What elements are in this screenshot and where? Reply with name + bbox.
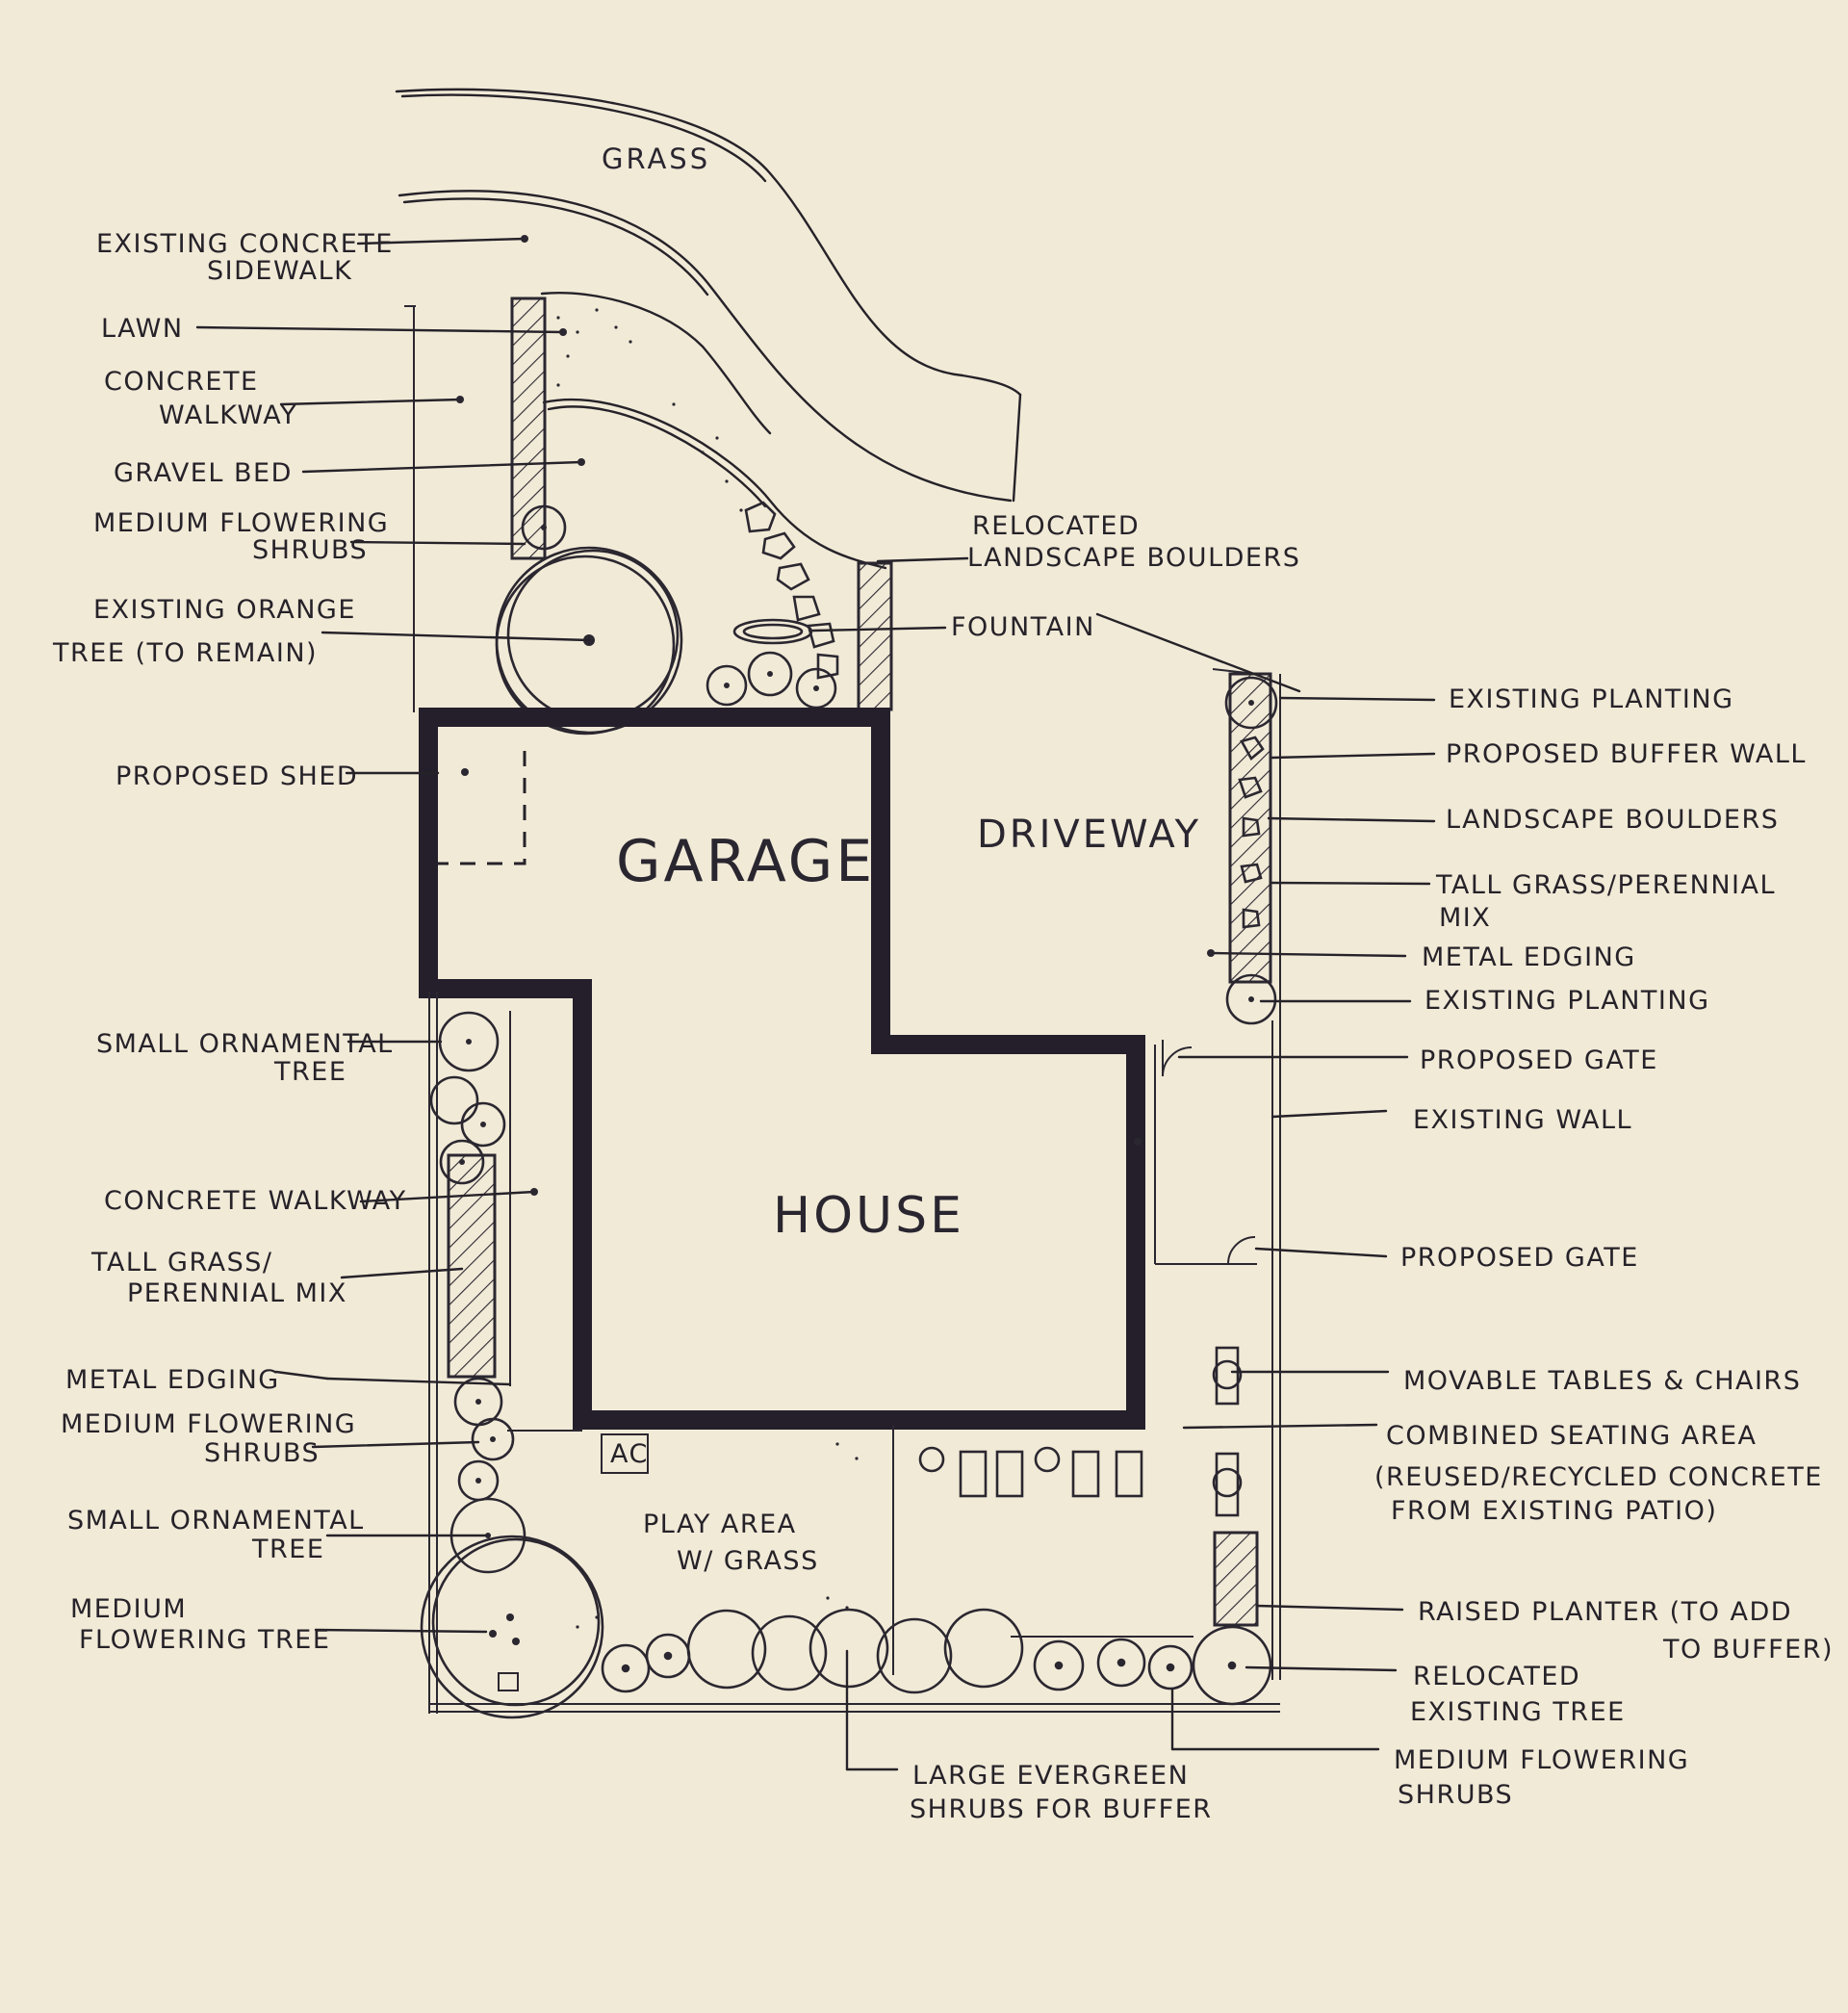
label-sidewalk-1: EXISTING CONCRETE bbox=[96, 229, 394, 259]
label-gate-1: PROPOSED GATE bbox=[1420, 1045, 1658, 1075]
label-gravel: GRAVEL BED bbox=[114, 458, 293, 488]
label-boulders-relocated-2: LANDSCAPE BOULDERS bbox=[967, 543, 1300, 573]
sidewalk-curves bbox=[395, 88, 1022, 570]
evergreen-shrubs bbox=[601, 1608, 1272, 1706]
label-shrubs-left-2: SHRUBS bbox=[204, 1438, 320, 1468]
label-boulders-relocated-1: RELOCATED bbox=[972, 511, 1140, 541]
landscape-boulders-front bbox=[744, 501, 839, 680]
label-ornamental-1-a: SMALL ORNAMENTAL bbox=[96, 1029, 394, 1059]
callouts-left: EXISTING CONCRETE SIDEWALK LAWN CONCRETE… bbox=[52, 229, 591, 1655]
label-planting-1: EXISTING PLANTING bbox=[1449, 684, 1734, 714]
label-ornamental-2-a: SMALL ORNAMENTAL bbox=[67, 1506, 365, 1536]
label-relocated-tree-1: RELOCATED bbox=[1413, 1662, 1580, 1691]
left-trees bbox=[420, 1011, 604, 1719]
label-buffer-wall: PROPOSED BUFFER WALL bbox=[1446, 739, 1807, 769]
driveway-label: DRIVEWAY bbox=[977, 813, 1201, 857]
gate-1-icon bbox=[1162, 1040, 1193, 1077]
label-grass-mix-right-2: MIX bbox=[1439, 903, 1491, 933]
label-seating-3: FROM EXISTING PATIO) bbox=[1391, 1496, 1717, 1526]
label-orange-1: EXISTING ORANGE bbox=[93, 595, 356, 625]
label-evergreen-1: LARGE EVERGREEN bbox=[912, 1761, 1189, 1791]
label-grass-mix-left-1: TALL GRASS/ bbox=[90, 1248, 272, 1277]
ac-label: AC bbox=[610, 1439, 649, 1469]
gravel-bed-stipple bbox=[556, 308, 743, 512]
label-flowering-tree-1: MEDIUM bbox=[70, 1594, 187, 1624]
fountain-icon bbox=[732, 618, 813, 645]
label-boulders: LANDSCAPE BOULDERS bbox=[1446, 805, 1779, 835]
house-label: HOUSE bbox=[773, 1187, 964, 1245]
label-shrubs-left-1: MEDIUM FLOWERING bbox=[61, 1409, 356, 1439]
play-area-label-1: PLAY AREA bbox=[643, 1510, 797, 1539]
label-flowering-tree-2: FLOWERING TREE bbox=[79, 1625, 330, 1655]
ac-unit bbox=[601, 1433, 649, 1474]
label-lawn: LAWN bbox=[101, 314, 184, 344]
label-gate-2: PROPOSED GATE bbox=[1400, 1243, 1639, 1273]
label-shed: PROPOSED SHED bbox=[116, 761, 358, 791]
label-ornamental-2-b: TREE bbox=[251, 1535, 324, 1564]
label-fountain: FOUNTAIN bbox=[951, 612, 1095, 642]
buffer-wall-strip bbox=[1228, 672, 1272, 984]
label-planting-2: EXISTING PLANTING bbox=[1424, 986, 1710, 1016]
label-evergreen-2: SHRUBS FOR BUFFER bbox=[910, 1794, 1213, 1824]
label-walkway-side: CONCRETE WALKWAY bbox=[104, 1186, 407, 1216]
proposed-shed bbox=[438, 751, 526, 865]
label-shrubs-top-2: SHRUBS bbox=[252, 535, 368, 565]
play-area-stipple bbox=[576, 1442, 859, 1629]
label-edging-left: METAL EDGING bbox=[65, 1365, 280, 1395]
patio-furniture bbox=[918, 1346, 1243, 1517]
label-walkway-top-2: WALKWAY bbox=[159, 400, 297, 430]
fountain-strip bbox=[857, 561, 893, 711]
left-planting-strip bbox=[447, 1153, 497, 1379]
gate-2-icon bbox=[1155, 1236, 1257, 1265]
label-raised-planter-1: RAISED PLANTER (TO ADD bbox=[1418, 1597, 1792, 1627]
label-tables: MOVABLE TABLES & CHAIRS bbox=[1403, 1366, 1801, 1396]
label-walkway-top-1: CONCRETE bbox=[104, 367, 259, 397]
callouts-right: RELOCATED LANDSCAPE BOULDERS FOUNTAIN EX… bbox=[811, 511, 1834, 1810]
label-grass-mix-right-1: TALL GRASS/PERENNIAL bbox=[1435, 870, 1776, 900]
front-shrubs bbox=[521, 504, 837, 710]
front-planting-strip bbox=[510, 297, 547, 560]
label-seating-1: COMBINED SEATING AREA bbox=[1386, 1421, 1758, 1451]
label-ornamental-1-b: TREE bbox=[273, 1057, 346, 1087]
label-shrubs-right-1: MEDIUM FLOWERING bbox=[1394, 1745, 1689, 1775]
garage-label: GARAGE bbox=[616, 828, 875, 895]
label-relocated-tree-2: EXISTING TREE bbox=[1410, 1697, 1626, 1727]
label-sidewalk-2: SIDEWALK bbox=[207, 256, 352, 286]
label-shrubs-top-1: MEDIUM FLOWERING bbox=[93, 508, 389, 538]
callout-bottom: LARGE EVERGREEN SHRUBS FOR BUFFER bbox=[845, 1649, 1213, 1824]
grass-label: GRASS bbox=[602, 142, 710, 175]
right-plantings bbox=[1224, 676, 1278, 1025]
label-edging-right: METAL EDGING bbox=[1422, 942, 1636, 972]
label-existing-wall: EXISTING WALL bbox=[1413, 1105, 1632, 1135]
play-area-label-2: W/ GRASS bbox=[677, 1546, 819, 1576]
label-orange-2: TREE (TO REMAIN) bbox=[52, 638, 318, 668]
label-shrubs-right-2: SHRUBS bbox=[1398, 1780, 1513, 1810]
label-seating-2: (REUSED/RECYCLED CONCRETE bbox=[1374, 1462, 1823, 1492]
raised-planter bbox=[1213, 1531, 1259, 1627]
garage-house-outline bbox=[419, 708, 1145, 1430]
label-grass-mix-left-2: PERENNIAL MIX bbox=[127, 1278, 347, 1308]
label-raised-planter-2: TO BUFFER) bbox=[1662, 1635, 1834, 1665]
